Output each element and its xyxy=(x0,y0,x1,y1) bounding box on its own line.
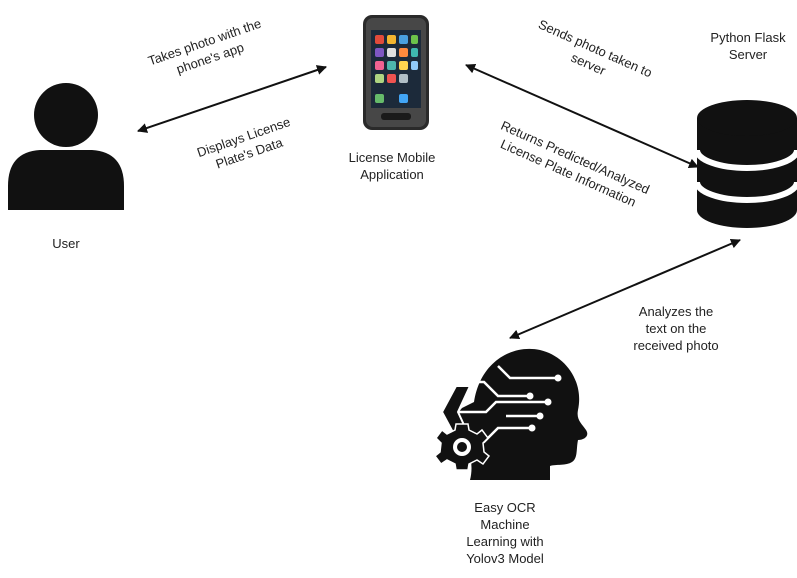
smartphone-icon xyxy=(363,15,429,130)
user-icon xyxy=(8,83,124,210)
ocr-label-line-4: Yolov3 Model xyxy=(466,551,544,566)
server-ocr-arrow xyxy=(509,238,741,340)
server-to-ocr-label-line-2: text on the xyxy=(646,321,707,336)
ocr-label-line-3: Learning with xyxy=(466,534,543,549)
mobile-app-label-line-2: Application xyxy=(360,167,424,182)
server-label-line-2: Server xyxy=(729,47,768,62)
mobile-app-label-line-1: License Mobile xyxy=(349,150,436,165)
database-icon xyxy=(694,100,797,228)
server-to-ocr-label-line-3: received photo xyxy=(633,338,718,353)
user-app-arrow xyxy=(137,65,327,133)
ocr-label-line-1: Easy OCR xyxy=(474,500,535,515)
server-to-ocr-label-line-1: Analyzes the xyxy=(639,304,713,319)
server-label-line-1: Python Flask xyxy=(710,30,786,45)
ocr-label-line-2: Machine xyxy=(480,517,529,532)
user-label: User xyxy=(52,236,80,251)
ai-head-gear-icon xyxy=(433,348,588,480)
app-server-arrow xyxy=(465,64,699,168)
